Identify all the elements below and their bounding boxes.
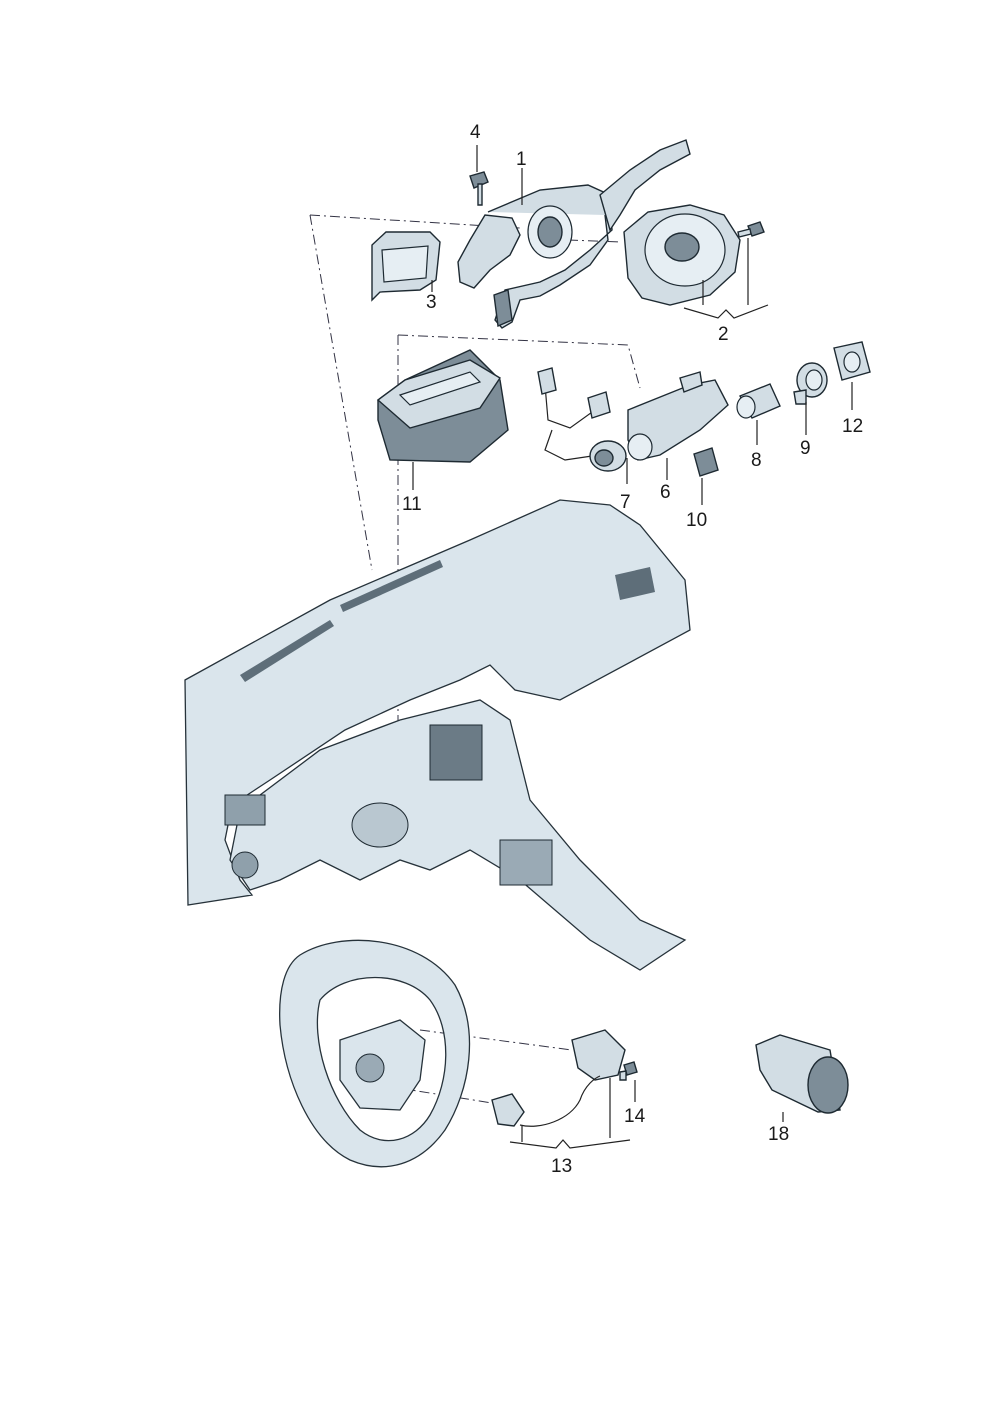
- part-7-reader-coil: [537, 367, 627, 472]
- steering-wheel: [279, 939, 471, 1168]
- part-9-ring: [793, 362, 828, 405]
- callout-numbers: 4 1 3 2 12 9 8 6 7 11 10 14 18 13: [402, 122, 863, 1177]
- callout-7: 7: [620, 492, 631, 513]
- callout-6: 6: [660, 482, 671, 503]
- part-1-combination-switch: [457, 139, 691, 329]
- callout-3: 3: [426, 292, 437, 313]
- part-10-small-switch: [693, 447, 719, 477]
- callout-13: 13: [551, 1156, 572, 1177]
- callout-2: 2: [718, 324, 729, 345]
- part-13-multifunction-buttons: [491, 1029, 626, 1142]
- callout-4: 4: [470, 122, 481, 143]
- callout-10: 10: [686, 510, 707, 531]
- part-6-lock-housing: [627, 371, 729, 461]
- callout-14: 14: [624, 1106, 646, 1127]
- callout-18: 18: [768, 1124, 789, 1145]
- part-2-screw: [737, 221, 765, 238]
- part-3-bracket: [371, 231, 441, 302]
- part-8-lock-cylinder: [736, 383, 781, 419]
- callout-8: 8: [751, 450, 762, 471]
- dashboard-outline: [184, 499, 691, 971]
- part-2-clock-spring: [623, 204, 741, 306]
- part-12-trim-ring: [833, 341, 871, 381]
- part-4-screw: [469, 171, 489, 206]
- part-11-control-unit: [376, 349, 509, 463]
- callout-1: 1: [516, 149, 527, 170]
- callout-12: 12: [842, 416, 863, 437]
- callout-11: 11: [402, 494, 422, 515]
- leader-lines: [412, 145, 853, 1149]
- callout-9: 9: [800, 438, 811, 459]
- part-14-screw: [619, 1061, 638, 1081]
- part-18-cylinder: [755, 1034, 849, 1114]
